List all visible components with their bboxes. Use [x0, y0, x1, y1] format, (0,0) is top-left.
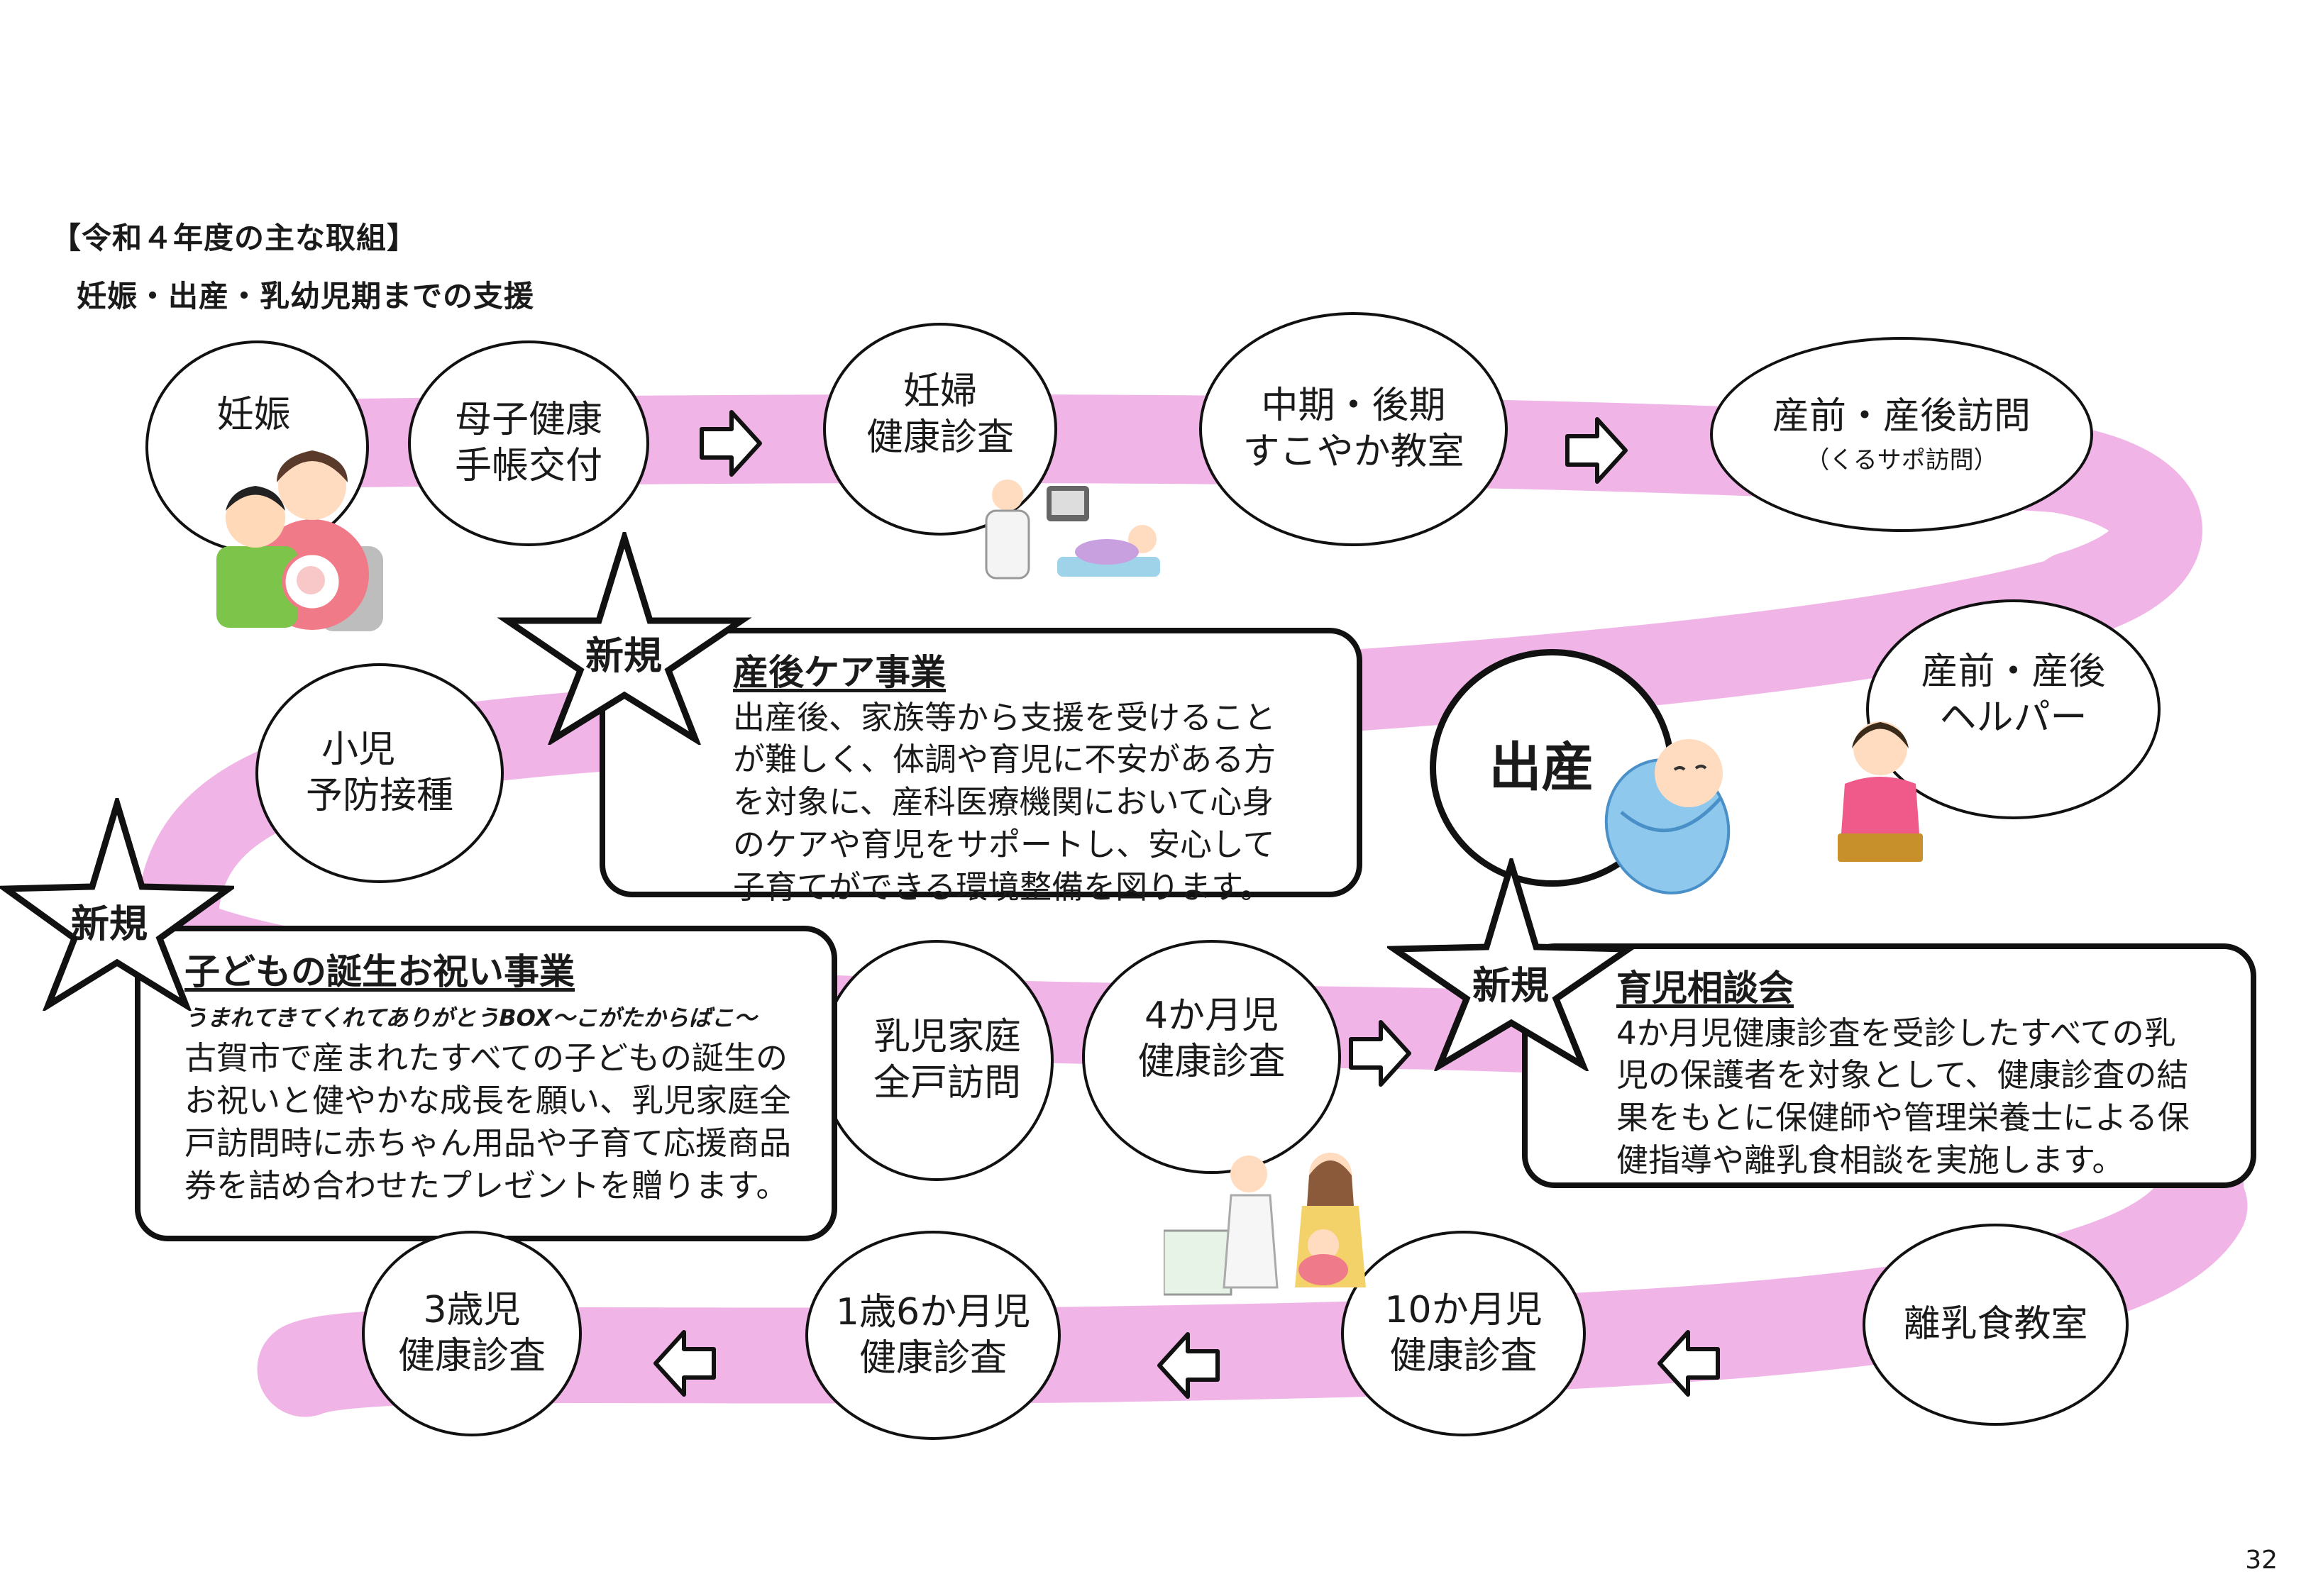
consultation-line: 4か月児健康診査を受診したすべての乳: [1616, 1014, 2176, 1052]
step-sukoyaka-class-line1: 中期・後期: [1261, 384, 1446, 427]
step-3year-checkup: 3歳児 健康診査: [362, 1231, 582, 1436]
step-3year-checkup-line1: 3歳児: [423, 1289, 521, 1331]
birth-celebration-subtitle: うまれてきてくれてありがとうBOX～こがたからばこ～: [184, 1004, 757, 1031]
birth-celebration-box: 子どもの誕生お祝い事業 うまれてきてくれてありがとうBOX～こがたからばこ～ 古…: [135, 926, 837, 1241]
postpartum-care-line: のケアや育児をサポートし、安心して: [733, 826, 1275, 864]
step-4month-checkup: 4か月児 健康診査: [1082, 940, 1341, 1174]
step-4month-checkup-line1: 4か月児: [1144, 994, 1279, 1037]
step-sukoyaka-class: 中期・後期 すこやか教室: [1199, 312, 1508, 546]
new-badge-label: 新規: [71, 902, 148, 946]
step-vaccination-line2: 予防接種: [305, 775, 453, 817]
step-1y6m-checkup: 1歳6か月児 健康診査: [805, 1231, 1061, 1440]
step-1y6m-checkup-line1: 1歳6か月児: [835, 1290, 1031, 1334]
step-prenatal-checkup-line1: 妊婦: [903, 370, 977, 413]
ultrasound-exam-illustration: [985, 480, 1160, 580]
postpartum-care-title: 産後ケア事業: [733, 652, 946, 693]
step-sukoyaka-class-line2: すこやか教室: [1242, 431, 1464, 473]
arrow-left-icon: [653, 1330, 716, 1397]
birth-celebration-line: お祝いと健やかな成長を願い、乳児家庭全: [184, 1081, 792, 1119]
pregnant-couple-illustration: [216, 450, 383, 631]
step-pre-post-visit: 産前・産後訪問 （くるサポ訪問）: [1710, 337, 2093, 532]
postpartum-care-line: を対象に、産科医療機関において心身: [733, 783, 1274, 821]
step-1y6m-checkup-line2: 健康診査: [859, 1336, 1007, 1380]
step-mch-handbook-line1: 母子健康: [454, 399, 602, 441]
section-subtitle: 妊娠・出産・乳幼児期までの支援: [77, 279, 535, 314]
step-helper-line1: 産前・産後: [1921, 650, 2106, 693]
step-10month-checkup-line2: 健康診査: [1389, 1335, 1538, 1378]
consultation-line: 健指導や離乳食相談を実施します。: [1616, 1141, 2124, 1180]
new-star-icon: [1387, 858, 1635, 1071]
postpartum-care-line: が難しく、体調や育児に不安がある方: [733, 741, 1276, 779]
birth-celebration-line: 戸訪問時に赤ちゃん用品や子育て応援商品: [184, 1124, 792, 1162]
arrow-left-icon: [1657, 1330, 1720, 1397]
doctor-consultation-illustration: [1164, 1153, 1366, 1296]
step-prenatal-checkup-line2: 健康診査: [866, 416, 1014, 459]
new-badge-label: 新規: [585, 633, 662, 678]
birth-celebration-line: 古賀市で産まれたすべての子どもの誕生の: [184, 1039, 788, 1077]
consultation-line: 児の保護者を対象として、健康診査の結: [1616, 1056, 2189, 1095]
new-badge-label: 新規: [1472, 963, 1549, 1008]
step-3year-checkup-line2: 健康診査: [397, 1335, 546, 1378]
page-heading: 【令和４年度の主な取組】: [51, 221, 418, 255]
new-star-icon: [0, 798, 234, 1011]
postpartum-care-line: 子育てができる環境整備を図ります。: [733, 868, 1272, 906]
arrow-left-icon: [1157, 1332, 1220, 1399]
step-infant-home-visit-line2: 全戸訪問: [873, 1062, 1021, 1104]
step-infant-home-visit-line1: 乳児家庭: [873, 1016, 1021, 1058]
step-mch-handbook-line2: 手帳交付: [454, 445, 602, 487]
arrow-right-icon: [1349, 1020, 1411, 1087]
step-weaning-class: 離乳食教室: [1863, 1224, 2129, 1426]
step-10month-checkup: 10か月児 健康診査: [1341, 1231, 1586, 1436]
arrow-right-icon: [700, 410, 762, 477]
step-10month-checkup-line1: 10か月児: [1384, 1289, 1543, 1331]
step-helper-line2: ヘルパー: [1939, 697, 2087, 739]
step-infant-home-visit: 乳児家庭 全戸訪問: [820, 940, 1054, 1181]
step-vaccination: 小児 予防接種: [255, 663, 504, 883]
step-birth-label: 出産: [1489, 737, 1594, 799]
new-star-icon: [497, 532, 752, 745]
step-pre-post-visit-sub: （くるサポ訪問）: [1805, 445, 1998, 475]
birth-celebration-line: 券を詰め合わせたプレゼントを贈ります。: [184, 1166, 788, 1204]
step-pregnancy-label: 妊娠: [216, 393, 291, 436]
baby-in-blanket-illustration: [1604, 739, 1731, 894]
consultation-line: 果をもとに保健師や管理栄養士による保: [1616, 1099, 2190, 1137]
postpartum-care-line: 出産後、家族等から支援を受けること: [733, 698, 1276, 736]
arrow-right-icon: [1565, 417, 1628, 484]
page-number: 32: [2245, 1546, 2278, 1575]
step-weaning-class-label: 離乳食教室: [1903, 1303, 2088, 1346]
postpartum-care-box: 産後ケア事業 出産後、家族等から支援を受けること が難しく、体調や育児に不安があ…: [600, 628, 1362, 906]
step-helper: 産前・産後 ヘルパー: [1866, 599, 2161, 819]
helper-cooking-illustration: [1838, 721, 1923, 862]
step-mch-handbook: 母子健康 手帳交付: [408, 340, 649, 546]
step-prenatal-checkup: 妊婦 健康診査: [823, 323, 1057, 536]
step-4month-checkup-line2: 健康診査: [1137, 1041, 1286, 1083]
consultation-box: 育児相談会 4か月児健康診査を受診したすべての乳 児の保護者を対象として、健康診…: [1522, 943, 2256, 1188]
birth-celebration-title: 子どもの誕生お祝い事業: [184, 951, 575, 992]
consultation-title: 育児相談会: [1616, 968, 1794, 1009]
step-vaccination-line1: 小児: [321, 728, 395, 771]
step-pre-post-visit-label: 産前・産後訪問: [1772, 394, 2031, 438]
